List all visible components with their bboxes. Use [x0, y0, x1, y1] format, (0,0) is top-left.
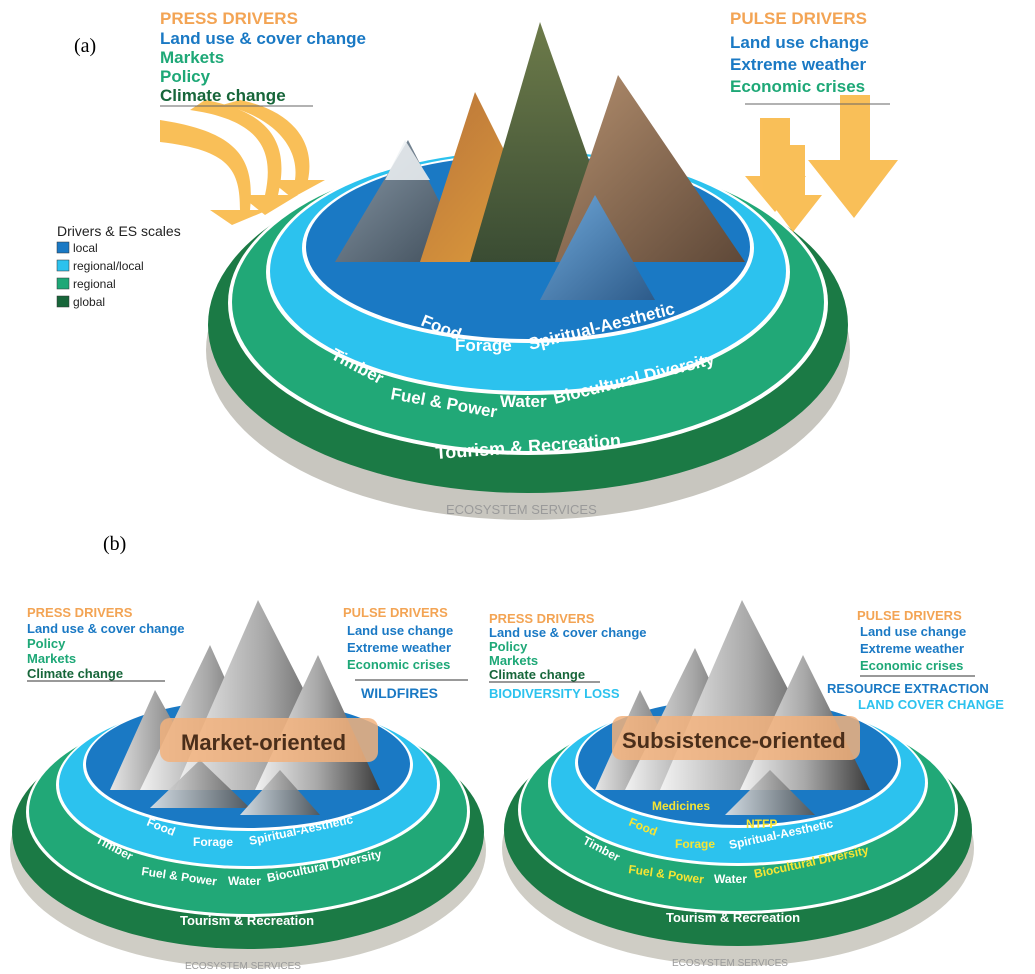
market-pulse-land-use: Land use change — [347, 623, 453, 638]
pulse-driver-weather: Extreme weather — [730, 55, 866, 74]
subsistence-press-climate: Climate change — [489, 667, 585, 682]
market-name-box — [160, 718, 378, 762]
subsistence-es-tourism: Tourism & Recreation — [666, 910, 800, 925]
panel-b-label: (b) — [103, 533, 126, 555]
legend-label-regional: regional — [73, 277, 116, 291]
press-driver-markets: Markets — [160, 48, 224, 67]
mountain-photo-stupa — [540, 195, 655, 300]
subsistence-pulse-weather: Extreme weather — [860, 641, 964, 656]
subsistence-press-policy: Policy — [489, 639, 528, 654]
pulse-driver-economic: Economic crises — [730, 77, 865, 96]
panel-a: (a) PRESS DRIVERS Land use & co — [56, 9, 898, 520]
legend-swatch-global — [56, 295, 70, 308]
legend-swatch-local — [56, 241, 70, 254]
market-pulse-title: PULSE DRIVERS — [343, 605, 448, 620]
press-driver-policy: Policy — [160, 67, 211, 86]
press-driver-climate: Climate change — [160, 86, 286, 105]
market-press-climate: Climate change — [27, 666, 123, 681]
legend-label-regional-local: regional/local — [73, 259, 144, 273]
market-press-title: PRESS DRIVERS — [27, 605, 133, 620]
subsistence-press-title: PRESS DRIVERS — [489, 611, 595, 626]
subsistence-name: Subsistence-oriented — [622, 728, 846, 753]
panel-b-market: Market-oriented PRESS DRIVERS Land use &… — [10, 600, 486, 972]
market-press-policy: Policy — [27, 636, 66, 651]
subsistence-es-water: Water — [714, 872, 747, 886]
market-pulse-weather: Extreme weather — [347, 640, 451, 655]
subsistence-resource-extraction: RESOURCE EXTRACTION — [827, 681, 989, 696]
subsistence-pulse-title: PULSE DRIVERS — [857, 608, 962, 623]
subsistence-biodiversity-loss: BIODIVERSITY LOSS — [489, 686, 620, 701]
legend-label-local: local — [73, 241, 98, 255]
subsistence-name-box — [612, 716, 860, 760]
subsistence-es-medicines: Medicines — [652, 799, 710, 813]
market-press-land-use: Land use & cover change — [27, 621, 185, 636]
market-base-label: ECOSYSTEM SERVICES — [185, 961, 301, 972]
subsistence-es-forage: Forage — [675, 837, 715, 851]
subsistence-pulse-land-use: Land use change — [860, 624, 966, 639]
es-base-label: ECOSYSTEM SERVICES — [446, 502, 597, 517]
subsistence-base-label: ECOSYSTEM SERVICES — [672, 958, 788, 969]
es-forage: Forage — [455, 336, 512, 355]
press-driver-land-use: Land use & cover change — [160, 29, 366, 48]
legend-label-global: global — [73, 295, 105, 309]
panel-b-subsistence: Subsistence-oriented PRESS DRIVERS Land … — [489, 600, 1004, 969]
legend-swatch-regional-local — [56, 259, 70, 272]
market-es-forage: Forage — [193, 835, 233, 849]
pulse-drivers-title: PULSE DRIVERS — [730, 9, 867, 28]
legend-title: Drivers & ES scales — [57, 223, 181, 239]
subsistence-press-markets: Markets — [489, 653, 538, 668]
subsistence-es-ntfp: NTFP — [746, 817, 777, 831]
legend: Drivers & ES scales local regional/local… — [56, 223, 181, 309]
market-name: Market-oriented — [181, 730, 346, 755]
legend-swatch-regional — [56, 277, 70, 290]
press-drivers-title: PRESS DRIVERS — [160, 9, 298, 28]
panel-a-label: (a) — [74, 35, 96, 57]
press-drivers-arrows — [160, 100, 325, 225]
market-es-water: Water — [228, 874, 261, 888]
pulse-driver-land-use: Land use change — [730, 33, 869, 52]
subsistence-pulse-economic: Economic crises — [860, 658, 963, 673]
subsistence-press-land-use: Land use & cover change — [489, 625, 647, 640]
es-water: Water — [500, 392, 547, 411]
market-pulse-economic: Economic crises — [347, 657, 450, 672]
pulse-drivers-arrows — [745, 95, 898, 232]
market-press-markets: Markets — [27, 651, 76, 666]
market-es-tourism: Tourism & Recreation — [180, 913, 314, 928]
market-wildfires: WILDFIRES — [361, 685, 438, 701]
subsistence-land-cover-change: LAND COVER CHANGE — [858, 697, 1004, 712]
